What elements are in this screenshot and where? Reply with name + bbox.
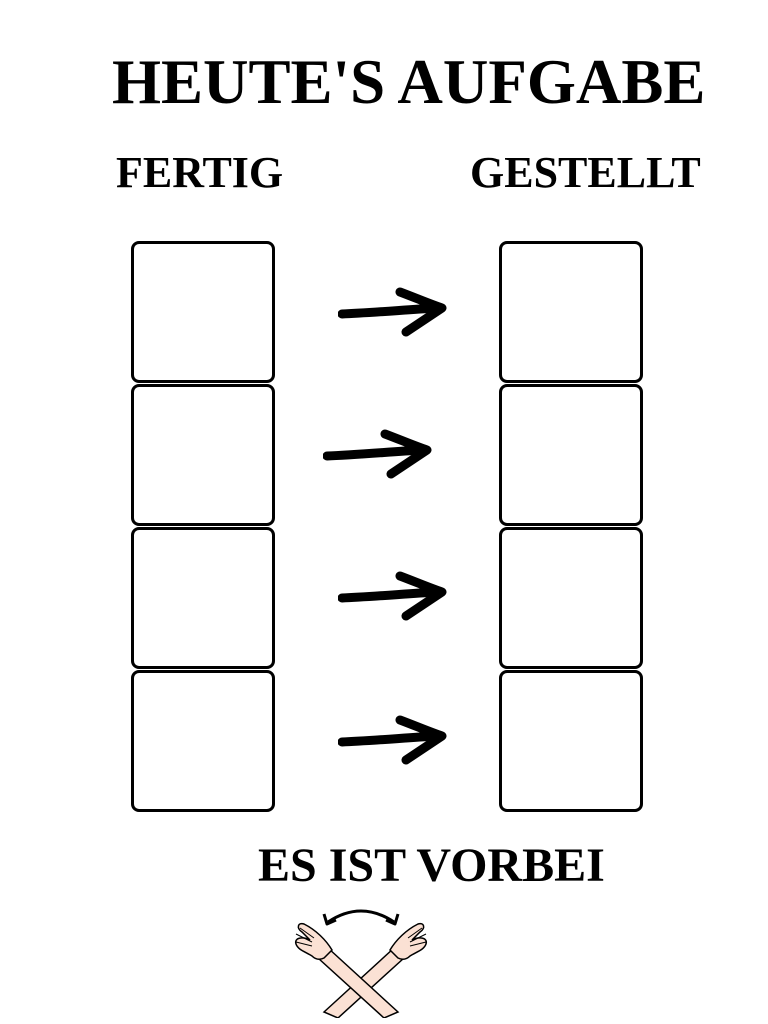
right-box-2[interactable] <box>499 384 643 526</box>
arrow-right-icon <box>323 429 432 479</box>
column-header-fertig: FERTIG <box>116 148 284 197</box>
right-box-3[interactable] <box>499 527 643 669</box>
crossed-arms-sign-icon <box>294 909 428 1018</box>
page-title: HEUTE'S AUFGABE <box>112 47 706 117</box>
arrow-right-icon <box>338 287 447 337</box>
footer-label: ES IST VORBEI <box>258 839 605 892</box>
left-box-3[interactable] <box>131 527 275 669</box>
arrow-right-icon <box>338 715 447 765</box>
column-header-gestellt: GESTELLT <box>470 148 701 197</box>
arrow-right-icon <box>338 571 447 621</box>
left-box-2[interactable] <box>131 384 275 526</box>
left-box-1[interactable] <box>131 241 275 383</box>
right-box-1[interactable] <box>499 241 643 383</box>
left-box-4[interactable] <box>131 670 275 812</box>
right-box-4[interactable] <box>499 670 643 812</box>
